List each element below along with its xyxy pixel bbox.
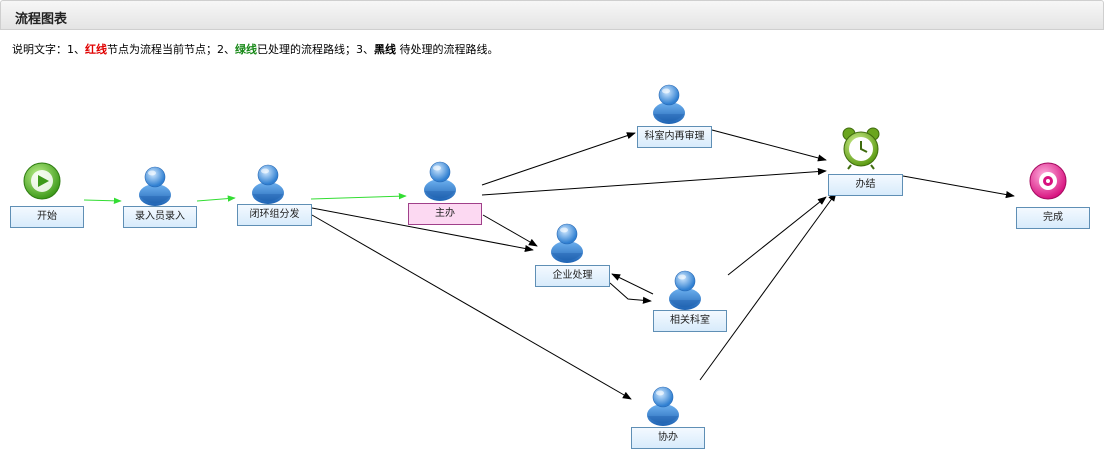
node-finish[interactable]: 完成 — [1016, 207, 1090, 229]
user-icon — [551, 223, 583, 263]
edge-host-to-enterprise — [482, 214, 538, 247]
edge-host-to-review — [481, 132, 636, 186]
edge-entry-to-dispatch — [196, 195, 236, 202]
edge-start-to-entry — [83, 197, 122, 205]
edge-dispatch-to-enterprise — [311, 207, 534, 253]
user-icon — [669, 270, 701, 310]
user-icon — [252, 164, 284, 204]
node-entry[interactable]: 录入员录入 — [123, 206, 197, 228]
node-review-label: 科室内再审理 — [644, 131, 705, 142]
edge-review-to-conclude — [711, 129, 827, 162]
node-dept-label: 相关科室 — [670, 315, 710, 326]
node-assist[interactable]: 协办 — [631, 427, 705, 449]
edge-dept-to-conclude — [727, 196, 827, 276]
legend-black-text: 待处理的流程路线。 — [396, 43, 499, 56]
node-review[interactable]: 科室内再审理 — [637, 126, 712, 148]
node-host[interactable]: 主办 — [408, 203, 482, 225]
play-icon — [23, 162, 61, 200]
legend-green-label: 绿线 — [235, 43, 257, 56]
node-enterprise-label: 企业处理 — [552, 270, 593, 281]
edge-enterprise-to-dept — [609, 282, 652, 304]
user-icon — [139, 166, 171, 206]
user-icon — [653, 84, 685, 124]
user-icon — [424, 161, 456, 201]
edge-host-to-conclude — [481, 167, 827, 196]
node-assist-label: 协办 — [658, 432, 678, 443]
edge-conclude-to-finish — [902, 175, 1015, 199]
legend-red-text: 节点为流程当前节点；2、 — [107, 43, 235, 56]
finish-icon — [1029, 162, 1067, 200]
node-host-label: 主办 — [435, 208, 455, 219]
panel-title: 流程图表 — [15, 12, 68, 27]
node-dispatch-label: 闭环组分发 — [249, 209, 300, 220]
node-conclude-label: 办结 — [855, 179, 876, 190]
node-finish-label: 完成 — [1043, 212, 1063, 223]
legend-green-text: 已处理的流程路线；3、 — [257, 43, 374, 56]
panel-header: 流程图表 — [0, 0, 1104, 30]
node-start[interactable]: 开始 — [10, 206, 84, 228]
node-entry-label: 录入员录入 — [135, 211, 185, 222]
edge-dispatch-to-host — [310, 193, 407, 200]
edge-dispatch-to-assist — [311, 214, 632, 400]
node-conclude[interactable]: 办结 — [828, 174, 903, 196]
legend-black-label: 黑线 — [374, 43, 396, 56]
edge-dept-to-enterprise — [611, 273, 654, 295]
legend-prefix: 说明文字：1、 — [12, 43, 85, 56]
legend-description: 说明文字：1、红线节点为流程当前节点；2、绿线已处理的流程路线；3、黑线 待处理… — [12, 41, 499, 57]
alarm-clock-icon — [842, 127, 880, 170]
user-icon — [647, 386, 679, 426]
node-enterprise[interactable]: 企业处理 — [535, 265, 610, 287]
legend-red-label: 红线 — [85, 43, 107, 56]
node-dept[interactable]: 相关科室 — [653, 310, 727, 332]
edge-assist-to-conclude — [699, 192, 837, 381]
node-dispatch[interactable]: 闭环组分发 — [237, 204, 312, 226]
node-start-label: 开始 — [37, 211, 57, 222]
